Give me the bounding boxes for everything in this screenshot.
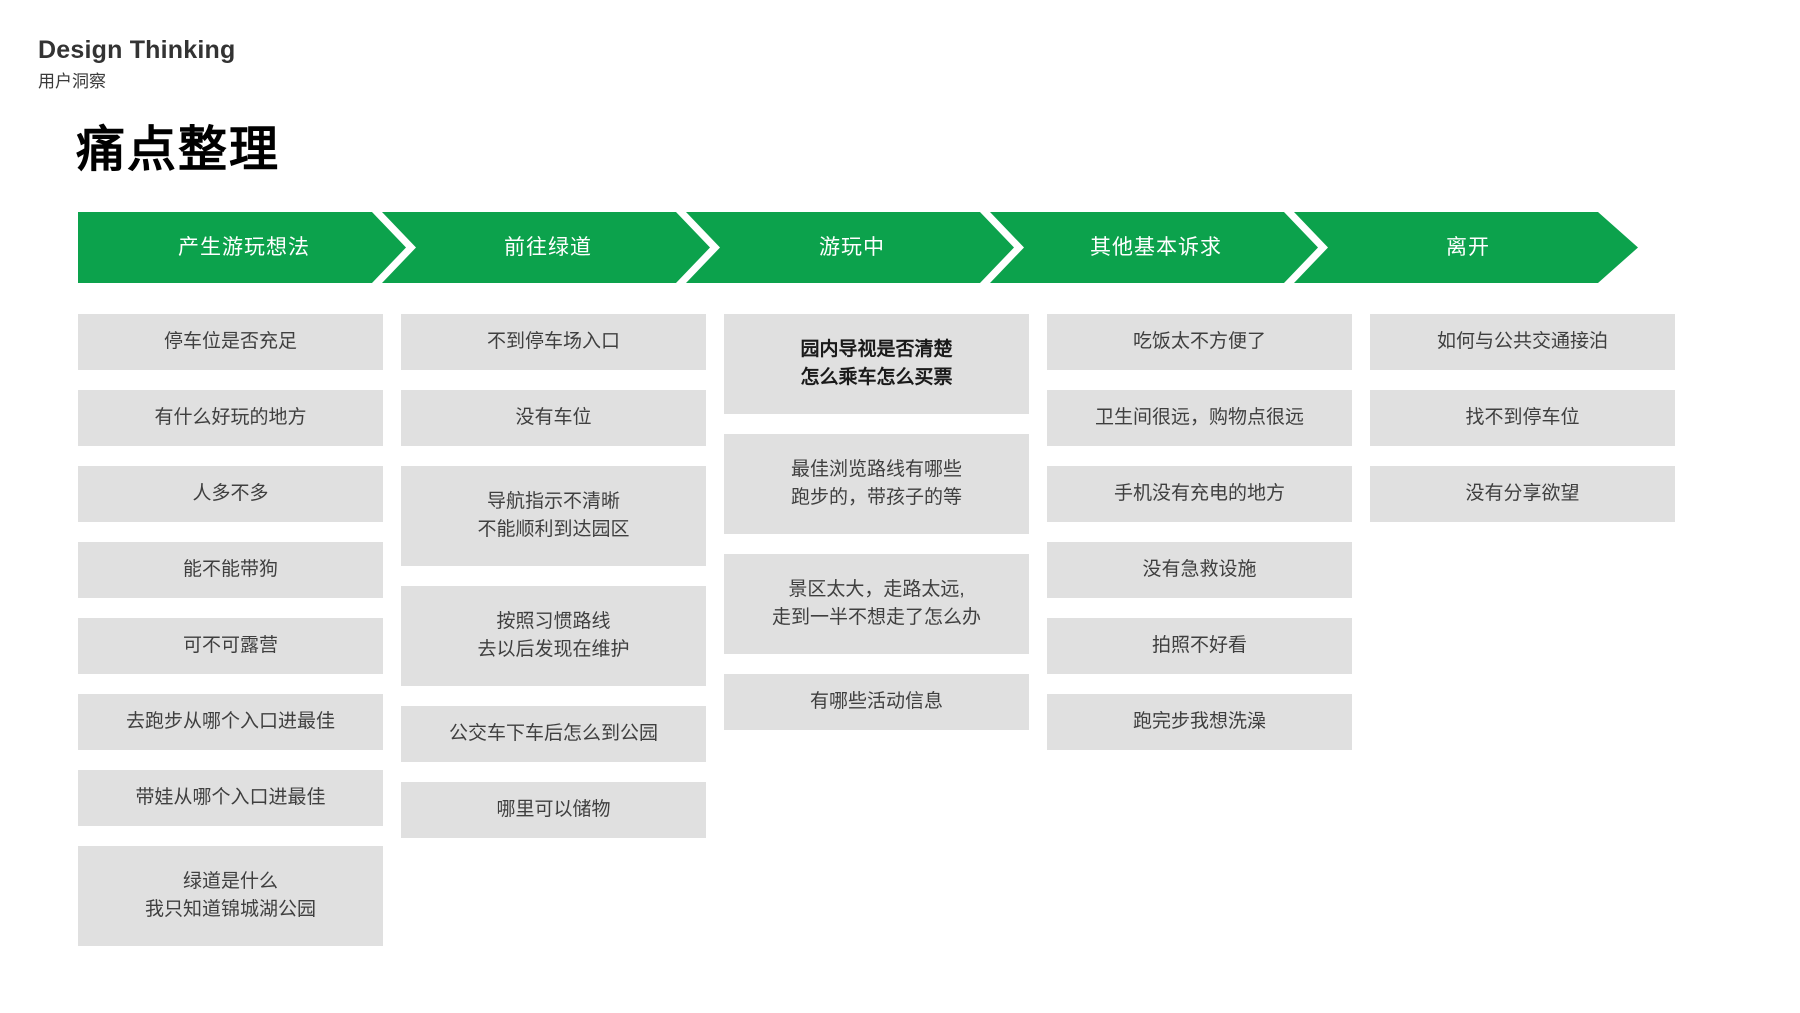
pain-point-card[interactable]: 停车位是否充足 [78, 314, 383, 370]
pain-point-card[interactable]: 拍照不好看 [1047, 618, 1352, 674]
pain-point-card[interactable]: 人多不多 [78, 466, 383, 522]
pain-point-card[interactable]: 没有分享欲望 [1370, 466, 1675, 522]
pain-point-card[interactable]: 景区太大，走路太远, 走到一半不想走了怎么办 [724, 554, 1029, 654]
pain-point-card[interactable]: 最佳浏览路线有哪些 跑步的，带孩子的等 [724, 434, 1029, 534]
pain-point-card[interactable]: 绿道是什么 我只知道锦城湖公园 [78, 846, 383, 946]
stage-chevron-4[interactable]: 其他基本诉求 [990, 212, 1318, 283]
pain-point-card[interactable]: 有哪些活动信息 [724, 674, 1029, 730]
stage-chevron-3[interactable]: 游玩中 [686, 212, 1014, 283]
pain-point-column-5: 如何与公共交通接泊找不到停车位没有分享欲望 [1370, 314, 1675, 522]
pain-point-card[interactable]: 吃饭太不方便了 [1047, 314, 1352, 370]
stage-chevron-label: 其他基本诉求 [1090, 236, 1222, 259]
header: Design Thinking 用户洞察 [38, 36, 738, 92]
pain-point-card[interactable]: 手机没有充电的地方 [1047, 466, 1352, 522]
pain-point-card[interactable]: 按照习惯路线 去以后发现在维护 [401, 586, 706, 686]
stage-chevron-label: 前往绿道 [504, 236, 592, 259]
pain-point-columns: 停车位是否充足有什么好玩的地方人多不多能不能带狗可不可露营去跑步从哪个入口进最佳… [78, 314, 1720, 946]
pain-point-card[interactable]: 园内导视是否清楚 怎么乘车怎么买票 [724, 314, 1029, 414]
pain-point-card[interactable]: 哪里可以储物 [401, 782, 706, 838]
page-title: 痛点整理 [76, 123, 281, 177]
pain-point-card[interactable]: 导航指示不清晰 不能顺利到达园区 [401, 466, 706, 566]
pain-point-card[interactable]: 有什么好玩的地方 [78, 390, 383, 446]
stage-chevron-1[interactable]: 产生游玩想法 [78, 212, 406, 283]
pain-point-column-4: 吃饭太不方便了卫生间很远，购物点很远手机没有充电的地方没有急救设施拍照不好看跑完… [1047, 314, 1352, 750]
pain-point-card[interactable]: 公交车下车后怎么到公园 [401, 706, 706, 762]
pain-point-card[interactable]: 不到停车场入口 [401, 314, 706, 370]
process-chevron-banner: 产生游玩想法 前往绿道 游玩中 其他基本诉求 离开 [78, 212, 1710, 283]
pain-point-card[interactable]: 找不到停车位 [1370, 390, 1675, 446]
pain-point-card[interactable]: 跑完步我想洗澡 [1047, 694, 1352, 750]
stage-chevron-label: 产生游玩想法 [178, 236, 310, 259]
pain-point-column-1: 停车位是否充足有什么好玩的地方人多不多能不能带狗可不可露营去跑步从哪个入口进最佳… [78, 314, 383, 946]
pain-point-card[interactable]: 能不能带狗 [78, 542, 383, 598]
pain-point-card[interactable]: 卫生间很远，购物点很远 [1047, 390, 1352, 446]
pain-point-card[interactable]: 如何与公共交通接泊 [1370, 314, 1675, 370]
pain-point-column-2: 不到停车场入口没有车位导航指示不清晰 不能顺利到达园区按照习惯路线 去以后发现在… [401, 314, 706, 838]
pain-point-column-3: 园内导视是否清楚 怎么乘车怎么买票最佳浏览路线有哪些 跑步的，带孩子的等景区太大… [724, 314, 1029, 730]
pain-point-card[interactable]: 没有急救设施 [1047, 542, 1352, 598]
header-subtitle: 用户洞察 [38, 71, 106, 91]
stage-chevron-label: 离开 [1446, 236, 1490, 259]
header-title: Design Thinking [38, 36, 236, 64]
stage-chevron-5[interactable]: 离开 [1294, 212, 1638, 283]
stage-chevron-2[interactable]: 前往绿道 [382, 212, 710, 283]
pain-point-card[interactable]: 去跑步从哪个入口进最佳 [78, 694, 383, 750]
pain-point-card[interactable]: 带娃从哪个入口进最佳 [78, 770, 383, 826]
pain-point-card[interactable]: 可不可露营 [78, 618, 383, 674]
pain-point-card[interactable]: 没有车位 [401, 390, 706, 446]
stage-chevron-label: 游玩中 [819, 236, 885, 259]
